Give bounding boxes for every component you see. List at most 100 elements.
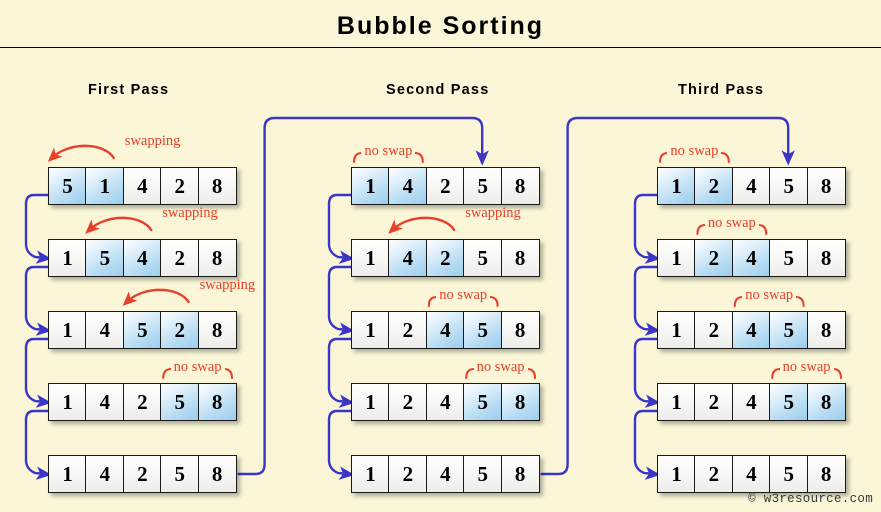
array-cell: 5: [48, 167, 87, 205]
array-cell: 2: [388, 311, 428, 349]
array-cell: 8: [806, 311, 846, 349]
array-cell: 1: [351, 239, 390, 277]
array-cell: 8: [197, 383, 237, 421]
row-connector-arrow: [633, 409, 661, 480]
array-cell: 5: [122, 311, 162, 349]
array-cell: 1: [85, 167, 125, 205]
page-title: Bubble Sorting: [336, 12, 545, 40]
watermark: © w3resource.com: [748, 492, 873, 506]
array-cell: 8: [806, 167, 846, 205]
array-cell: 8: [500, 455, 540, 493]
array-cell: 2: [388, 455, 428, 493]
array-cell: 1: [48, 239, 87, 277]
row-connector-arrow: [24, 193, 52, 264]
row-connector-arrow: [633, 193, 661, 264]
array-cell: 5: [463, 239, 503, 277]
swapping-arrow: [85, 216, 153, 234]
array-cell: 2: [388, 383, 428, 421]
array-cell: 5: [160, 455, 200, 493]
array-cell: 4: [122, 167, 162, 205]
array-cell: 4: [425, 311, 465, 349]
row-connector-arrow: [24, 265, 52, 336]
array-cell: 8: [500, 239, 540, 277]
array-cell: 8: [806, 455, 846, 493]
array-cell: 4: [388, 167, 428, 205]
array-cell: 8: [500, 167, 540, 205]
array-cell: 2: [160, 239, 200, 277]
array-cell: 4: [388, 239, 428, 277]
array-cell: 5: [463, 383, 503, 421]
array-cell: 1: [657, 311, 696, 349]
array-cell: 4: [85, 311, 125, 349]
annotation-swapping: swapping: [199, 277, 256, 293]
array-cell: 8: [806, 239, 846, 277]
annotation-no-swap: no swap: [667, 143, 722, 160]
array-cell: 8: [197, 311, 237, 349]
array-cell: 4: [731, 455, 771, 493]
array-cell: 4: [731, 383, 771, 421]
array-cell: 2: [122, 455, 162, 493]
array-cell: 4: [731, 239, 771, 277]
annotation-no-swap: no swap: [473, 359, 528, 376]
array-cell: 4: [85, 383, 125, 421]
array-cell: 5: [769, 167, 809, 205]
annotation-swapping: swapping: [124, 133, 181, 149]
title-divider: [0, 47, 881, 48]
array-cell: 1: [351, 311, 390, 349]
pass-header-third: Third Pass: [678, 82, 765, 98]
array-cell: 1: [48, 383, 87, 421]
row-connector-arrow: [327, 265, 355, 336]
row-connector-arrow: [327, 193, 355, 264]
annotation-no-swap: no swap: [704, 215, 759, 232]
annotation-no-swap: no swap: [170, 359, 225, 376]
array-cell: 8: [197, 239, 237, 277]
array-cell: 4: [425, 383, 465, 421]
array-cell: 8: [197, 455, 237, 493]
row-connector-arrow: [633, 337, 661, 408]
array-cell: 4: [85, 455, 125, 493]
array-cell: 2: [425, 167, 465, 205]
swapping-arrow: [388, 216, 456, 234]
array-cell: 2: [694, 167, 734, 205]
row-connector-arrow: [633, 265, 661, 336]
annotation-no-swap: no swap: [436, 287, 491, 304]
array-cell: 5: [160, 383, 200, 421]
array-cell: 8: [500, 311, 540, 349]
pass-header-first: First Pass: [88, 82, 170, 98]
array-cell: 2: [694, 455, 734, 493]
array-cell: 5: [769, 311, 809, 349]
array-cell: 4: [731, 311, 771, 349]
array-cell: 5: [769, 383, 809, 421]
array-cell: 2: [694, 383, 734, 421]
array-cell: 1: [657, 383, 696, 421]
annotation-swapping: swapping: [465, 205, 521, 221]
array-cell: 2: [694, 239, 734, 277]
array-cell: 5: [85, 239, 125, 277]
array-cell: 5: [463, 455, 503, 493]
array-cell: 8: [500, 383, 540, 421]
array-cell: 1: [657, 239, 696, 277]
array-cell: 1: [657, 455, 696, 493]
annotation-no-swap: no swap: [742, 287, 797, 304]
array-cell: 5: [769, 239, 809, 277]
pass-header-second: Second Pass: [386, 82, 490, 98]
array-cell: 2: [160, 167, 200, 205]
array-cell: 8: [806, 383, 846, 421]
array-cell: 4: [425, 455, 465, 493]
row-connector-arrow: [24, 409, 52, 480]
